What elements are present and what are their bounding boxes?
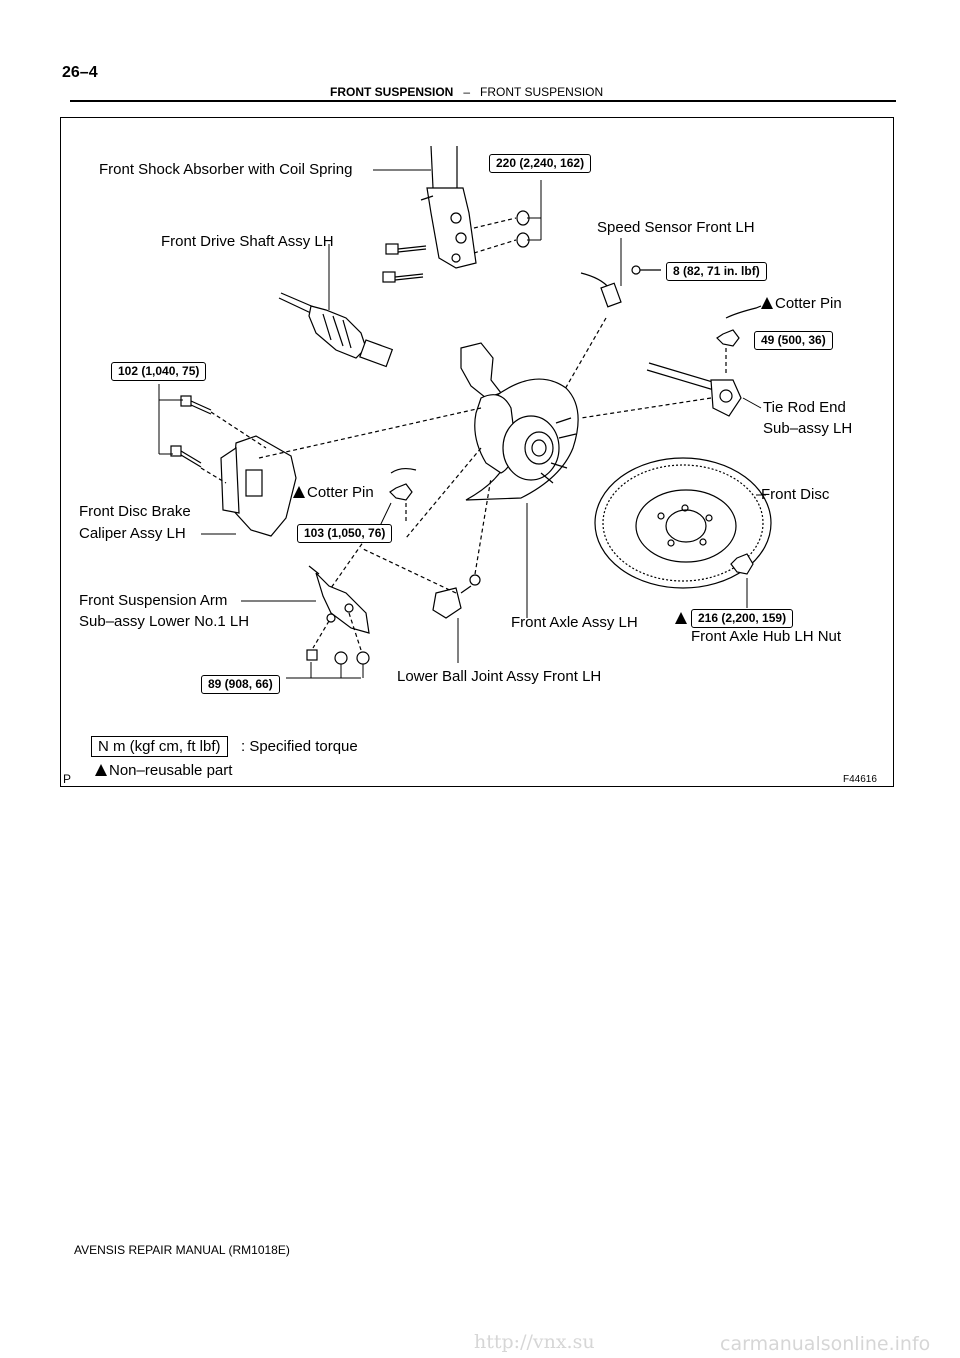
label-axle-assy: Front Axle Assy LH — [511, 614, 638, 631]
header-rule — [70, 100, 896, 102]
leader-lines — [158, 169, 766, 679]
torque-102: 102 (1,040, 75) — [111, 362, 207, 381]
legend-torque-unit-box: N m (kgf cm, ft lbf) — [91, 736, 228, 757]
torque-220: 220 (2,240, 162) — [489, 154, 592, 173]
label-suspension-arm-line1: Front Suspension Arm — [79, 592, 228, 609]
figure-id: F44616 — [843, 774, 877, 785]
non-reusable-icon — [293, 486, 305, 498]
suspension-arm-drawing — [306, 537, 370, 665]
watermark-vnx[interactable]: http://vnx.su — [474, 1331, 595, 1353]
knuckle-drawing — [460, 342, 579, 501]
shock-absorber-drawing — [420, 145, 477, 269]
label-ball-joint: Lower Ball Joint Assy Front LH — [397, 668, 602, 685]
non-reusable-icon — [675, 612, 687, 624]
section-header: FRONT SUSPENSION–FRONT SUSPENSION — [330, 85, 603, 99]
torque-49: 49 (500, 36) — [754, 331, 833, 350]
label-tie-rod-line2: Sub–assy LH — [763, 420, 853, 437]
speed-sensor-drawing — [530, 265, 661, 449]
legend-torque-desc: : Specified torque — [241, 738, 358, 755]
knuckle-nut-drawing — [389, 447, 482, 539]
footer-manual-title: AVENSIS REPAIR MANUAL (RM1018E) — [74, 1243, 290, 1257]
label-cotter-pin-mid: Cotter Pin — [293, 483, 374, 503]
drive-shaft-drawing — [278, 292, 394, 368]
figure-corner-letter: P — [63, 772, 72, 786]
label-suspension-arm-line2: Sub–assy Lower No.1 LH — [79, 613, 250, 630]
section-separator: – — [463, 85, 471, 99]
torque-89: 89 (908, 66) — [201, 675, 280, 694]
label-caliper-line2: Caliper Assy LH — [79, 525, 186, 542]
hub-nut-nonreusable-marker — [675, 609, 689, 629]
torque-103: 103 (1,050, 76) — [297, 524, 393, 543]
torque-8: 8 (82, 71 in. lbf) — [666, 262, 767, 281]
non-reusable-icon — [95, 764, 107, 776]
label-front-disc: Front Disc — [761, 486, 830, 503]
exploded-diagram: Front Shock Absorber with Coil Spring Fr… — [60, 117, 894, 787]
non-reusable-icon — [761, 297, 773, 309]
watermark-carmanuals[interactable]: carmanualsonline.info — [720, 1333, 931, 1355]
section-title-bold: FRONT SUSPENSION — [330, 85, 454, 99]
label-speed-sensor: Speed Sensor Front LH — [597, 219, 755, 236]
legend-nonreusable: Non–reusable part — [95, 761, 232, 781]
label-shock-absorber: Front Shock Absorber with Coil Spring — [99, 161, 353, 178]
page-number: 26–4 — [62, 64, 98, 81]
label-hub-nut: Front Axle Hub LH Nut — [691, 628, 842, 645]
label-caliper-line1: Front Disc Brake — [79, 503, 191, 520]
label-cotter-pin-top: Cotter Pin — [761, 294, 842, 314]
label-tie-rod-line1: Tie Rod End — [763, 399, 846, 416]
diagram-drawing — [158, 145, 772, 679]
caliper-drawing — [170, 395, 482, 537]
tie-rod-hardware-drawing — [580, 305, 762, 419]
label-drive-shaft: Front Drive Shaft Assy LH — [161, 233, 334, 250]
front-disc-drawing — [594, 457, 772, 589]
ball-joint-drawing — [360, 477, 492, 619]
section-subtitle: FRONT SUSPENSION — [480, 85, 604, 99]
torque-216: 216 (2,200, 159) — [691, 609, 794, 628]
